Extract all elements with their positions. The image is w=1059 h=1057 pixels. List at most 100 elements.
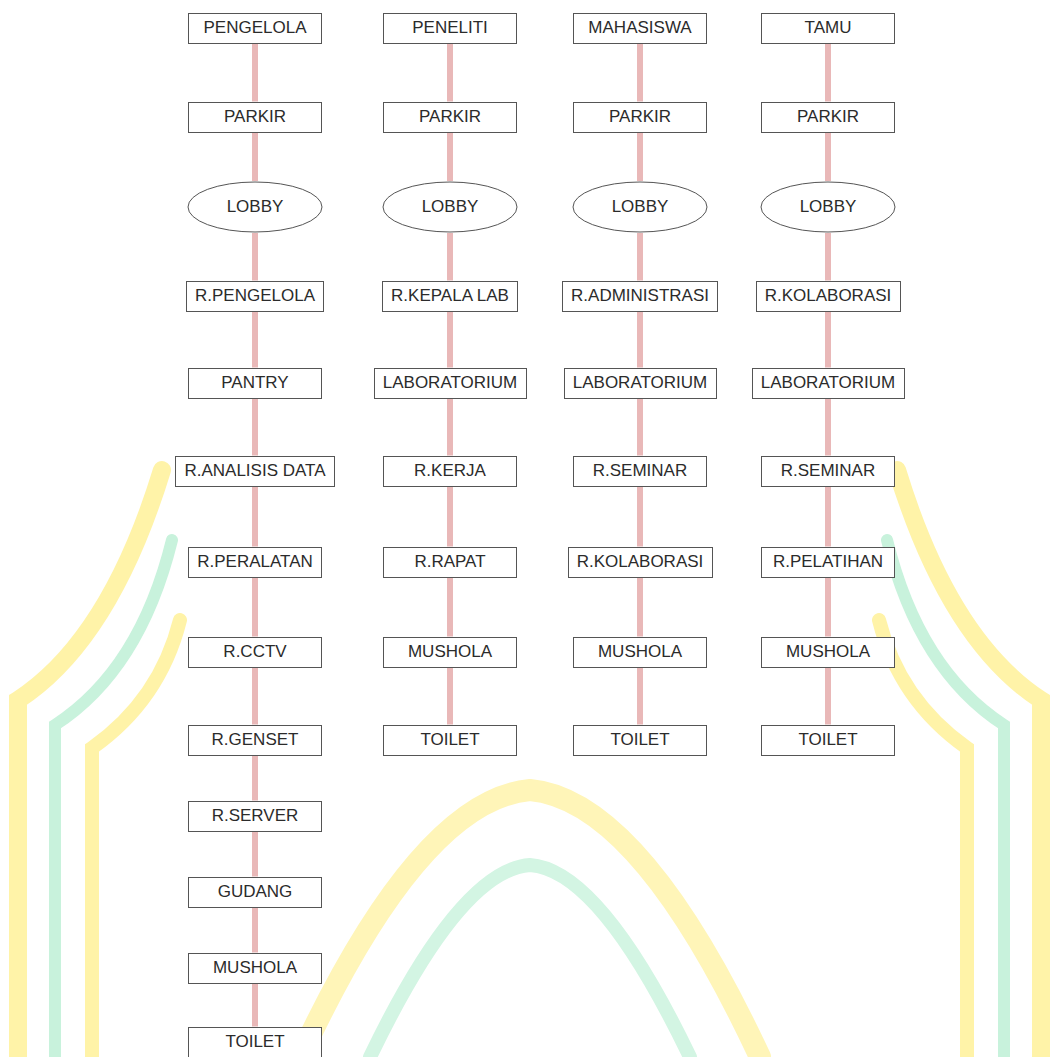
room-box: TOILET — [573, 725, 707, 756]
room-label: LABORATORIUM — [761, 374, 895, 393]
room-label: R.KOLABORASI — [765, 287, 892, 306]
room-box: R.SERVER — [188, 801, 322, 832]
flow-connector — [825, 668, 831, 725]
room-label: PARKIR — [224, 108, 286, 127]
room-label: TOILET — [420, 731, 479, 750]
room-box: R.GENSET — [188, 725, 322, 756]
room-label: LOBBY — [227, 198, 284, 217]
room-box: LABORATORIUM — [564, 368, 717, 399]
room-label: PENGELOLA — [204, 19, 307, 38]
room-label: R.GENSET — [212, 731, 299, 750]
room-label: MUSHOLA — [408, 643, 492, 662]
room-box: MUSHOLA — [761, 637, 895, 668]
lobby-ellipse: LOBBY — [382, 181, 518, 233]
flow-connector — [447, 133, 453, 182]
room-label: R.SERVER — [212, 807, 299, 826]
room-box: GUDANG — [188, 877, 322, 908]
room-box: PARKIR — [761, 102, 895, 133]
flow-connector — [252, 832, 258, 877]
room-label: MUSHOLA — [786, 643, 870, 662]
flow-connector — [252, 233, 258, 281]
flow-connector — [447, 487, 453, 547]
room-box: PARKIR — [573, 102, 707, 133]
room-label: R.PERALATAN — [197, 553, 313, 572]
room-label: LOBBY — [612, 198, 669, 217]
lobby-ellipse: LOBBY — [760, 181, 896, 233]
room-box: R.SEMINAR — [573, 456, 707, 487]
room-label: TOILET — [225, 1033, 284, 1052]
flow-connector — [447, 233, 453, 281]
room-box: PENGELOLA — [188, 13, 322, 44]
room-box: MAHASISWA — [573, 13, 707, 44]
flow-connector — [825, 578, 831, 637]
room-label: PENELITI — [412, 19, 488, 38]
room-label: TOILET — [798, 731, 857, 750]
flow-connector — [252, 487, 258, 547]
room-box: TOILET — [188, 1027, 322, 1057]
room-label: TAMU — [805, 19, 852, 38]
flow-connector — [637, 312, 643, 368]
flow-connector — [637, 133, 643, 182]
flow-connector — [825, 133, 831, 182]
room-label: LOBBY — [800, 198, 857, 217]
lobby-ellipse: LOBBY — [187, 181, 323, 233]
room-label: R.ANALISIS DATA — [184, 462, 325, 481]
room-box: R.PERALATAN — [188, 547, 322, 578]
room-label: PARKIR — [797, 108, 859, 127]
room-label: TOILET — [610, 731, 669, 750]
flow-connector — [252, 984, 258, 1027]
room-box: R.PELATIHAN — [761, 547, 895, 578]
room-box: R.ADMINISTRASI — [562, 281, 718, 312]
room-box: R.KOLABORASI — [756, 281, 901, 312]
room-box: TOILET — [383, 725, 517, 756]
flow-connector — [447, 668, 453, 725]
room-label: R.KERJA — [414, 462, 486, 481]
flow-connector — [637, 44, 643, 102]
room-box: R.CCTV — [188, 637, 322, 668]
room-box: TOILET — [761, 725, 895, 756]
flow-connector — [637, 578, 643, 637]
flow-connector — [447, 44, 453, 102]
flow-connector — [825, 44, 831, 102]
room-box: PANTRY — [188, 368, 322, 399]
room-box: R.SEMINAR — [761, 456, 895, 487]
room-label: R.SEMINAR — [781, 462, 875, 481]
flow-connector — [637, 487, 643, 547]
room-label: PARKIR — [609, 108, 671, 127]
flow-connector — [447, 399, 453, 456]
room-label: R.PELATIHAN — [773, 553, 883, 572]
flow-connector — [252, 399, 258, 456]
room-box: PARKIR — [188, 102, 322, 133]
room-label: GUDANG — [218, 883, 293, 902]
flow-connector — [252, 908, 258, 953]
flow-connector — [637, 399, 643, 456]
flow-connector — [252, 312, 258, 368]
room-box: LABORATORIUM — [374, 368, 527, 399]
room-box: TAMU — [761, 13, 895, 44]
flow-connector — [252, 133, 258, 182]
flow-connector — [252, 668, 258, 725]
room-box: MUSHOLA — [383, 637, 517, 668]
flow-connector — [637, 668, 643, 725]
room-label: PARKIR — [419, 108, 481, 127]
room-box: R.KEPALA LAB — [382, 281, 518, 312]
room-label: R.RAPAT — [414, 553, 485, 572]
flow-connector — [825, 487, 831, 547]
flow-connector — [825, 399, 831, 456]
room-label: MUSHOLA — [213, 959, 297, 978]
lobby-ellipse: LOBBY — [572, 181, 708, 233]
flow-connector — [447, 312, 453, 368]
room-label: R.PENGELOLA — [195, 287, 315, 306]
room-label: R.KEPALA LAB — [391, 287, 509, 306]
room-label: MUSHOLA — [598, 643, 682, 662]
flow-connector — [252, 756, 258, 801]
room-label: PANTRY — [221, 374, 288, 393]
room-label: MAHASISWA — [588, 19, 691, 38]
room-box: R.RAPAT — [383, 547, 517, 578]
flow-connector — [637, 233, 643, 281]
flow-connector — [447, 578, 453, 637]
room-box: PENELITI — [383, 13, 517, 44]
room-box: R.KERJA — [383, 456, 517, 487]
